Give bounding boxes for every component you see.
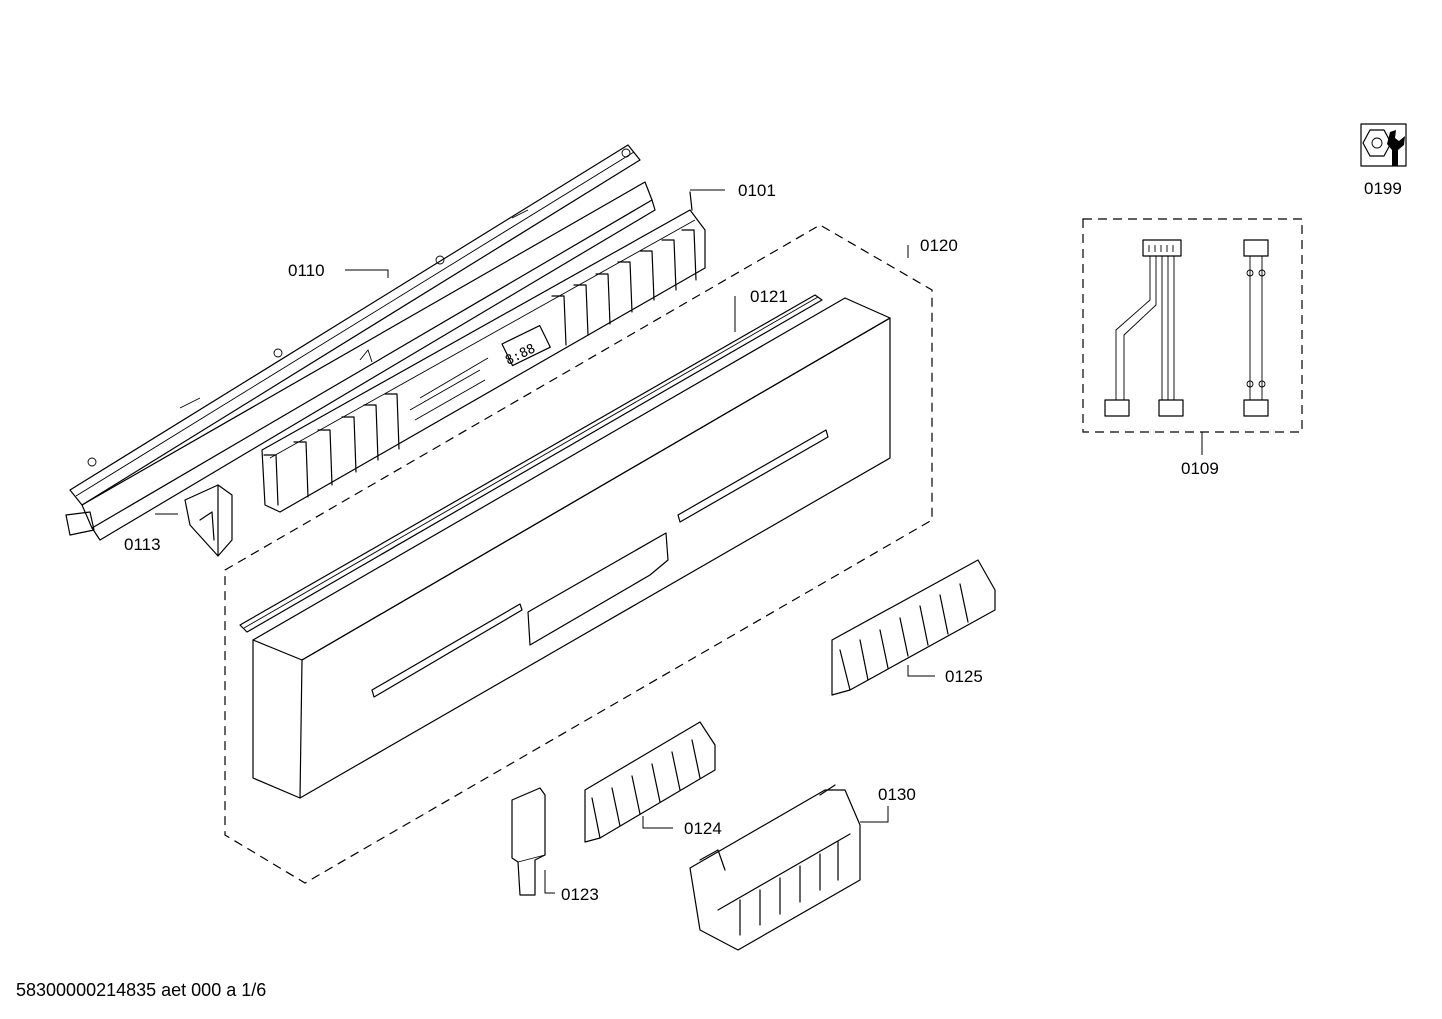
label-0121: 0121 [750, 287, 788, 306]
label-0109: 0109 [1181, 459, 1219, 478]
label-0120: 0120 [920, 236, 958, 255]
label-0199: 0199 [1364, 179, 1402, 198]
part-0130-holder[interactable] [689, 784, 861, 951]
part-0123-plunger[interactable] [511, 787, 546, 896]
label-0113: 0113 [124, 535, 161, 554]
nut-and-wrench-icon[interactable] [1360, 123, 1407, 167]
label-0130: 0130 [878, 785, 916, 804]
document-id: 58300000214835 aet 000 a 1/6 [16, 980, 267, 1000]
front-panel[interactable] [252, 297, 891, 799]
part-0109-cable-harness[interactable] [1082, 218, 1303, 433]
label-0110: 0110 [288, 261, 325, 280]
label-0124: 0124 [684, 819, 722, 838]
label-0123: 0123 [561, 885, 599, 904]
part-0121-trim-strip[interactable] [239, 294, 823, 633]
assembly-0120-outline [224, 224, 933, 884]
leader-lines [155, 189, 1203, 894]
part-0110-rail[interactable] [65, 144, 656, 541]
label-0101: 0101 [738, 181, 776, 200]
svg-text:8:88: 8:88 [503, 341, 538, 368]
part-0101-control-module[interactable]: 8:88 [261, 191, 706, 513]
part-0124-connector-strip[interactable] [584, 721, 716, 843]
part-0125-connector-strip[interactable] [831, 559, 996, 696]
label-0125: 0125 [945, 667, 983, 686]
harness-group-outline [1082, 218, 1303, 433]
part-0113-clip[interactable] [184, 484, 233, 557]
